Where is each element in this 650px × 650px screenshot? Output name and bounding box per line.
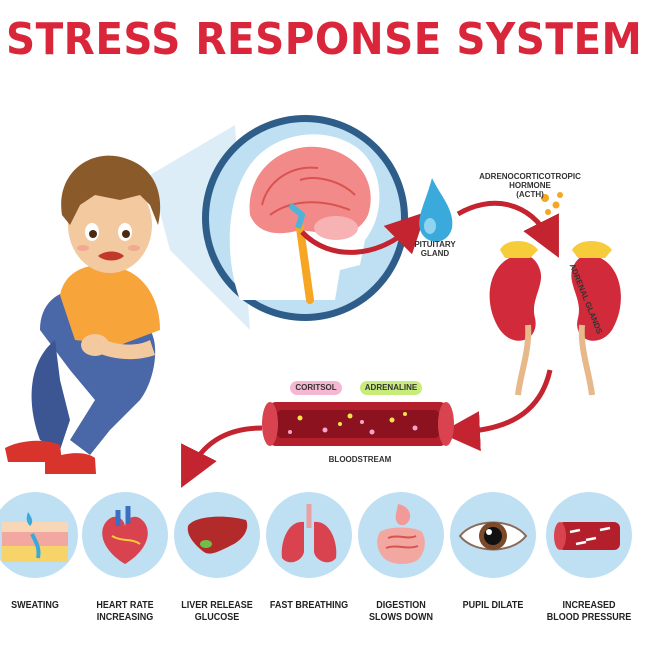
acth-molecules <box>541 192 563 215</box>
acth-label: ADRENOCORTICOTROPIC HORMONE (ACTH) <box>479 172 581 199</box>
arrow-brain-to-pituitary <box>300 211 427 255</box>
bloodstream-label: BLOODSTREAM <box>328 455 392 464</box>
adrenaline-tag: ADRENALINE <box>360 381 422 395</box>
lungs-icon <box>266 492 352 578</box>
adrenal-glands-kidneys-icon <box>489 241 621 396</box>
effect-breathing: FAST BREATHING <box>266 492 356 632</box>
arrow-bloodstream-to-effects <box>181 425 263 488</box>
effect-pupil: PUPIL DILATE <box>450 492 540 632</box>
brain-head-illustration <box>202 115 408 321</box>
intestine-icon <box>358 492 444 578</box>
pituitary-label: PITUITARY GLAND <box>414 240 456 258</box>
arrow-pituitary-to-adrenal <box>456 200 559 258</box>
effect-sweating: SWEATING <box>0 492 82 632</box>
pituitary-gland-icon <box>419 178 453 242</box>
cortisol-tag: CORITSOL <box>290 381 342 395</box>
skin-sweat-icon <box>0 492 78 578</box>
bloodstream-vessel-icon <box>262 402 454 446</box>
arrow-adrenal-to-bloodstream <box>440 369 553 452</box>
eye-icon <box>450 492 536 578</box>
heart-icon <box>82 492 168 578</box>
blood-vessel-icon <box>546 492 632 578</box>
page-title: STRESS RESPONSE SYSTEM <box>6 14 643 65</box>
liver-icon <box>174 492 260 578</box>
